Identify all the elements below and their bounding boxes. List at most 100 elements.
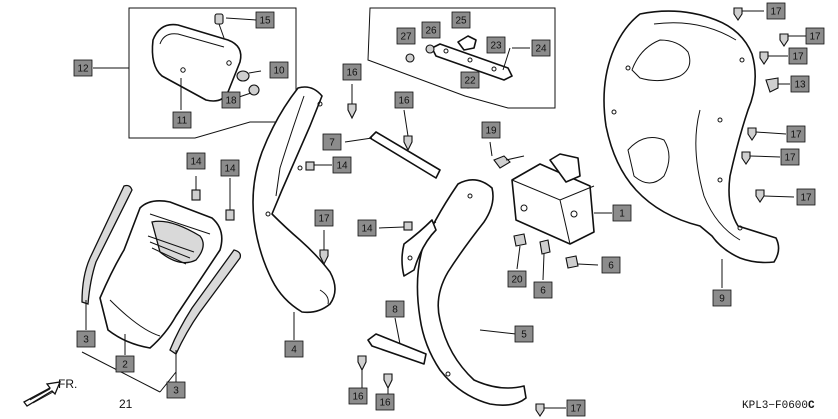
callout-box [73,59,93,77]
callout-number: 14 [224,164,236,175]
callout-number: 16 [352,392,364,403]
right-side-strip [169,249,242,355]
callout-box [533,281,553,299]
callout-box [712,289,732,307]
callout-15: 15 [255,11,275,29]
callout-17: 17 [780,148,800,166]
callout-number: 11 [177,116,188,127]
callout-1: 1 [612,204,632,222]
callout-6: 6 [533,281,553,299]
callout-box [780,148,800,166]
callout-box [221,91,241,109]
callout-14: 14 [186,152,206,170]
callout-17: 17 [766,2,786,20]
callout-box [460,71,480,89]
callout-27: 27 [396,27,416,45]
callout-number: 12 [77,64,89,75]
callout-number: 3 [173,386,179,397]
callout-17: 17 [805,27,825,45]
assembly-ref-label: 21 [119,397,133,411]
drawing-code-main: KPL3−F0600 [742,400,808,412]
callout-number: 15 [259,16,271,27]
callout-16: 16 [348,387,368,405]
callout-number: 1 [619,209,625,220]
callout-5: 5 [514,325,534,343]
callout-box [220,159,240,177]
center-mount [493,153,612,269]
callout-25: 25 [451,11,471,29]
callout-number: 9 [719,294,725,305]
callout-box [486,36,506,54]
callout-19: 19 [481,121,501,139]
callout-box [332,156,352,174]
callout-12: 12 [73,59,93,77]
callout-4: 4 [284,340,304,358]
callout-box [788,47,808,65]
right-side-panel [603,10,780,288]
callout-14: 14 [220,159,240,177]
callout-box [507,270,527,288]
callout-number: 27 [400,32,412,43]
callout-26: 26 [421,21,441,39]
license-plate-inset [93,7,297,139]
callout-number: 6 [608,261,614,272]
callout-number: 23 [490,41,502,52]
callout-box [186,152,206,170]
callout-box [805,27,825,45]
callout-number: 22 [464,76,476,87]
callout-number: 17 [770,7,782,18]
callout-number: 8 [392,305,398,316]
callout-number: 14 [361,224,373,235]
callout-number: 5 [521,330,527,341]
callout-number: 7 [329,138,335,149]
callout-box [601,256,621,274]
callout-box [421,21,441,39]
callout-box [342,63,362,81]
callout-number: 17 [784,153,796,164]
callout-number: 17 [570,404,582,415]
callout-number: 13 [794,80,806,91]
callout-6: 6 [601,256,621,274]
drawing-code-suffix: C [808,400,815,412]
callout-16: 16 [375,393,395,411]
callout-number: 14 [190,157,202,168]
upper-bar [344,131,441,179]
callout-number: 16 [398,96,410,107]
screw-hardware [319,7,806,417]
callout-number: 10 [273,66,285,77]
callout-11: 11 [172,111,192,129]
callout-box [790,75,810,93]
callout-box [396,27,416,45]
callout-box [166,381,186,399]
callout-number: 19 [485,126,497,137]
callout-box [115,355,135,373]
callout-number: 26 [425,26,437,37]
callout-box [314,209,334,227]
callout-number: 6 [540,286,546,297]
callout-17: 17 [796,188,816,206]
left-side-strip [81,184,133,305]
callout-box [385,300,405,318]
callout-box [172,111,192,129]
callout-17: 17 [566,399,586,417]
callout-14: 14 [332,156,352,174]
callout-box [514,325,534,343]
lower-bracket [367,317,427,365]
callout-number: 17 [318,214,330,225]
callout-20: 20 [507,270,527,288]
callout-7: 7 [322,133,342,151]
left-inner-cover [252,86,336,314]
callout-number: 24 [535,44,547,55]
callout-24: 24 [531,39,551,57]
callout-number: 17 [792,52,804,63]
callout-box [394,91,414,109]
callout-2: 2 [115,355,135,373]
direction-label: FR. [58,377,77,391]
callout-number: 14 [336,161,348,172]
callout-box [322,133,342,151]
callout-box [348,387,368,405]
front-direction-arrow: FR. [23,377,77,407]
callout-3: 3 [166,381,186,399]
callout-10: 10 [269,61,289,79]
